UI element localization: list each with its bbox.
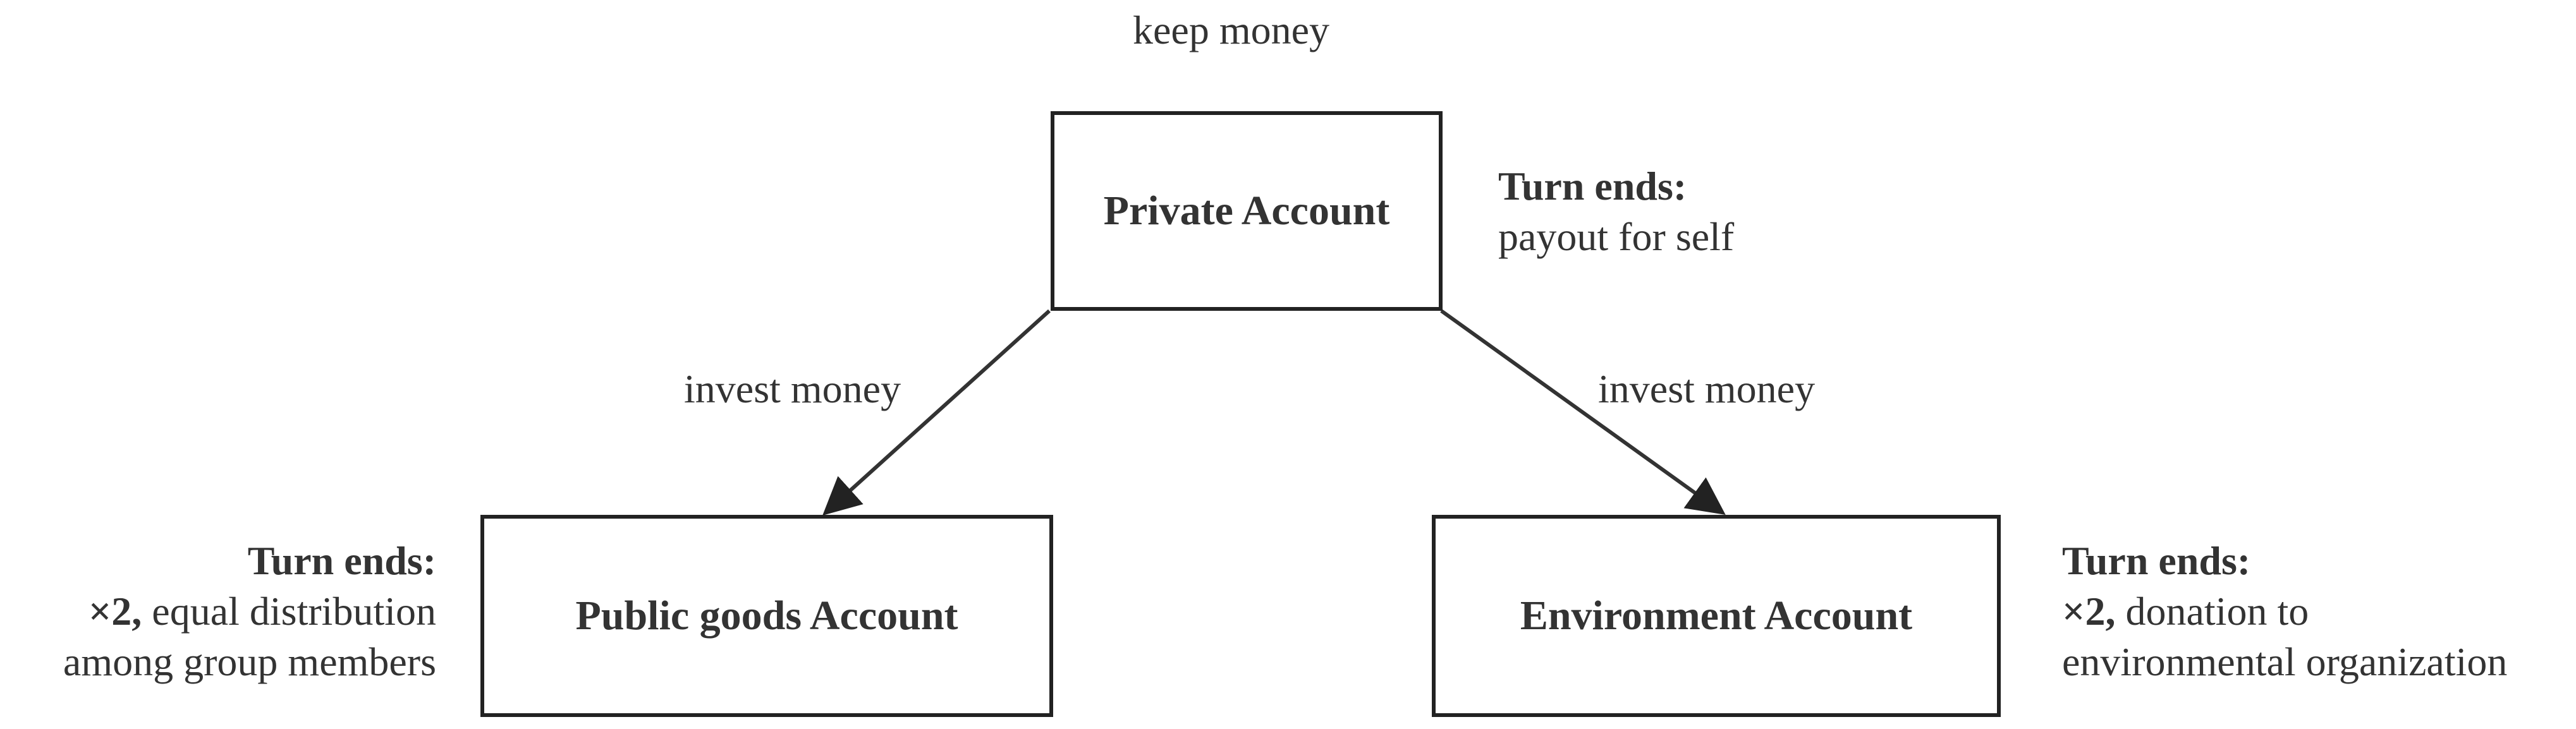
note-environment-line1-text: donation to	[2115, 589, 2309, 634]
arrow-private-to-public	[822, 309, 1051, 516]
note-private: Turn ends: payout for self	[1498, 161, 1734, 262]
note-private-heading: Turn ends:	[1498, 164, 1687, 208]
node-environment-account-label: Environment Account	[1520, 593, 1913, 639]
note-private-line1: payout for self	[1498, 214, 1735, 259]
note-environment-heading: Turn ends:	[2062, 538, 2251, 583]
note-environment: Turn ends: ×2, donation to environmental…	[2062, 536, 2507, 687]
node-environment-account: Environment Account	[1432, 515, 2001, 717]
note-public-goods-line1-text: equal distribution	[142, 589, 436, 634]
node-private-account: Private Account	[1051, 111, 1443, 311]
note-environment-line2: environmental organization	[2062, 639, 2508, 684]
edge-label-keep-money: keep money	[1133, 8, 1329, 52]
edge-label-invest-environment: invest money	[1598, 366, 1816, 411]
note-public-goods: Turn ends: ×2, equal distribution among …	[63, 536, 436, 687]
node-public-goods-account-label: Public goods Account	[575, 593, 958, 639]
note-environment-line1: ×2, donation to	[2062, 586, 2507, 637]
note-public-goods-heading: Turn ends:	[247, 538, 436, 583]
note-public-goods-line2: among group members	[63, 639, 436, 684]
note-public-goods-line1: ×2, equal distribution	[63, 586, 436, 637]
node-private-account-label: Private Account	[1103, 188, 1390, 234]
arrow-private-to-environment	[1440, 309, 1726, 515]
note-public-goods-multiplier: ×2,	[88, 589, 142, 634]
node-public-goods-account: Public goods Account	[480, 515, 1053, 717]
edge-label-invest-public: invest money	[684, 366, 901, 411]
note-environment-multiplier: ×2,	[2062, 589, 2116, 634]
